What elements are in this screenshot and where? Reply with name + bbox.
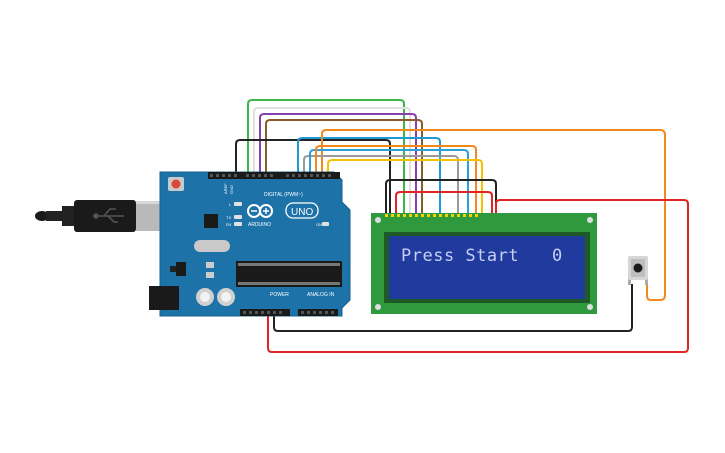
wire-orange[interactable]	[321, 129, 666, 301]
gnd-label: GND	[229, 185, 234, 194]
wire-red-vdd[interactable]	[395, 191, 493, 213]
wire-green[interactable]	[247, 99, 405, 213]
power-header-label: POWER	[270, 292, 289, 298]
brand-label: ARDUINO	[248, 222, 271, 228]
digital-header	[208, 172, 340, 179]
usb-icon	[93, 208, 124, 223]
wire-orange-2[interactable]	[315, 145, 477, 213]
wire-black-lcd[interactable]	[385, 179, 497, 213]
wire-blue[interactable]	[297, 137, 441, 213]
aref-label: AREF	[223, 183, 228, 194]
power-header	[240, 309, 290, 316]
wire-yellow[interactable]	[327, 159, 483, 213]
analog-header-label: ANALOG IN	[307, 292, 335, 298]
lcd-module[interactable]: Press Start 0	[371, 213, 597, 314]
wire-purple[interactable]	[259, 113, 417, 213]
power-jack[interactable]	[149, 286, 179, 310]
push-button[interactable]	[628, 256, 648, 285]
wire-brown[interactable]	[265, 119, 423, 213]
wire-gray[interactable]	[303, 155, 459, 213]
lcd-screen	[389, 236, 585, 299]
arduino-logo	[247, 204, 273, 218]
lcd-text-right: 0	[552, 246, 562, 266]
led-rx-label: RX	[226, 222, 232, 227]
analog-header	[298, 309, 338, 316]
lcd-pin-header	[385, 214, 478, 217]
model-label: UNO	[291, 207, 313, 218]
lcd-text-left: Press Start	[401, 246, 519, 266]
wire-red-5v[interactable]	[267, 199, 689, 353]
digital-header-label: DIGITAL (PWM~)	[264, 192, 303, 198]
on-label: ON	[316, 222, 322, 227]
wire-black-gnd-top[interactable]	[235, 139, 391, 213]
wires	[235, 99, 689, 353]
wire-white[interactable]	[253, 107, 411, 213]
wire-blue-2[interactable]	[309, 149, 469, 213]
wire-black-button[interactable]	[273, 284, 633, 332]
led-l-label: L	[229, 202, 232, 207]
led-tx-label: TX	[226, 215, 231, 220]
arduino-board[interactable]: AREF GND DIGITAL (PWM~) L TX RX ARDUINO …	[149, 171, 351, 317]
